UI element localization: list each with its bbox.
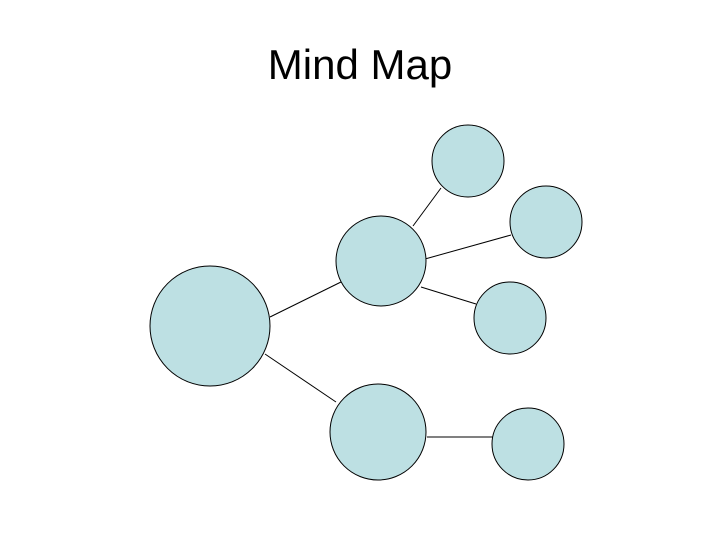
root-node[interactable]	[149, 265, 271, 387]
connector-branch-upper-leaf-2	[424, 234, 512, 260]
branch-node-lower[interactable]	[329, 383, 427, 481]
connector-branch-upper-leaf-3	[420, 286, 477, 305]
connector-branch-upper-leaf-1	[412, 187, 442, 227]
connector-root-branch-lower	[264, 353, 337, 403]
leaf-node-1[interactable]	[431, 124, 505, 198]
connector-root-branch-upper	[269, 280, 344, 318]
branch-node-upper[interactable]	[335, 215, 427, 307]
leaf-node-2[interactable]	[509, 185, 583, 259]
leaf-node-4[interactable]	[491, 407, 565, 481]
slide-title: Mind Map	[267, 41, 453, 88]
leaf-node-3[interactable]	[473, 281, 547, 355]
